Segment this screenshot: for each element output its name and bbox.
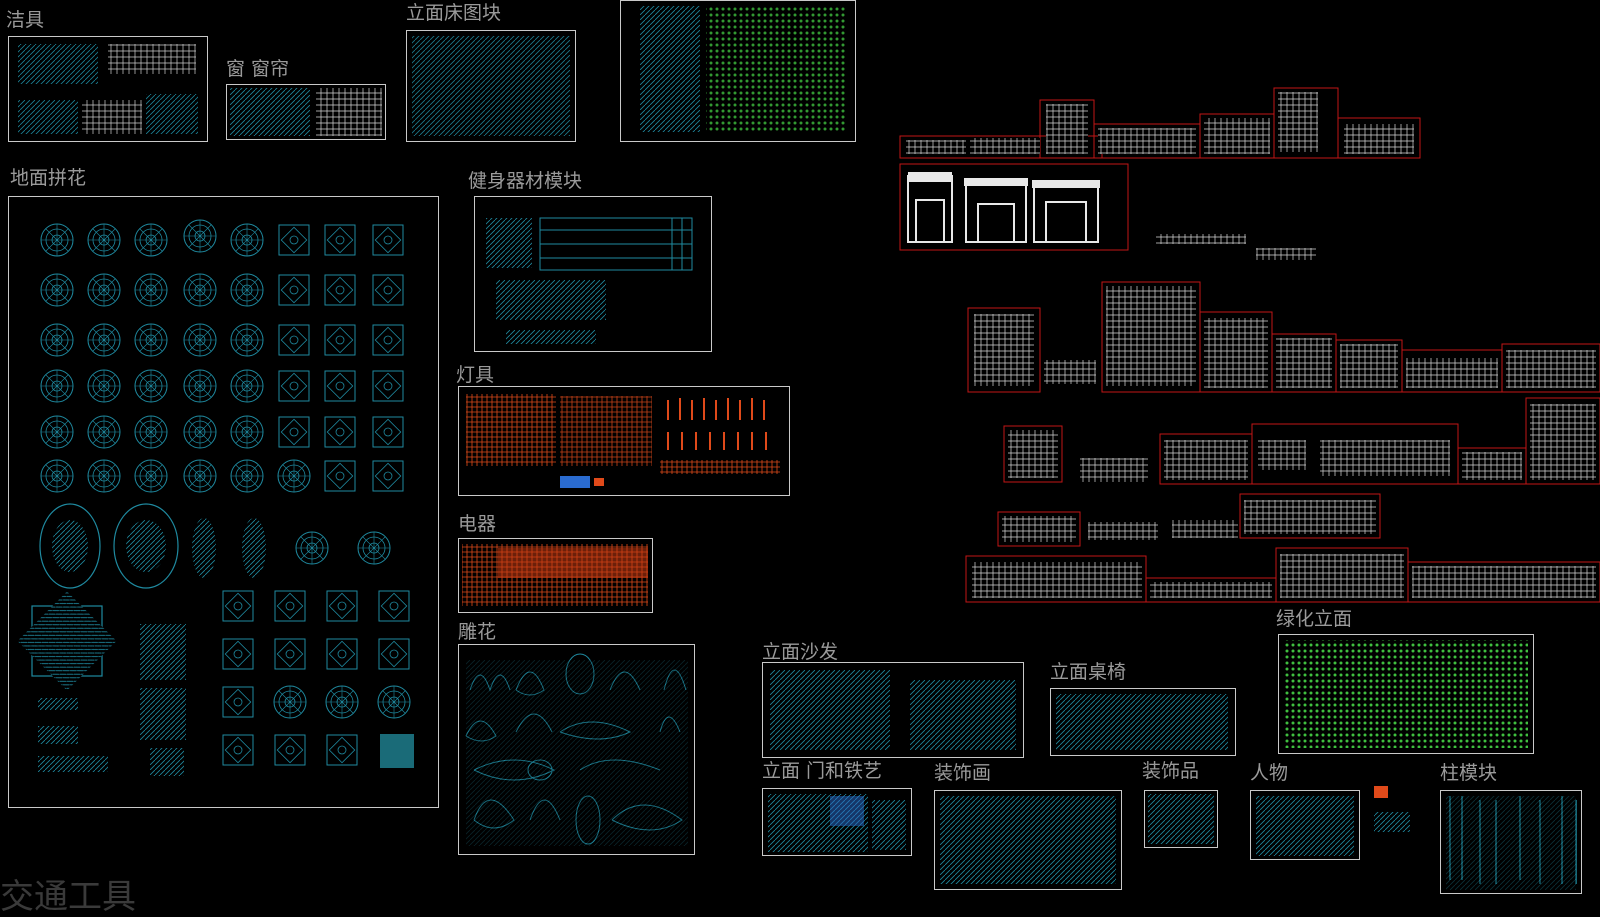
paintings-block[interactable] bbox=[934, 790, 1122, 890]
label-carving: 雕花 bbox=[458, 621, 497, 643]
furniture-library bbox=[899, 87, 1600, 603]
columns-block[interactable] bbox=[1440, 790, 1582, 894]
table-elevation-block[interactable] bbox=[1050, 688, 1236, 756]
label-ornaments: 装饰品 bbox=[1142, 760, 1200, 782]
lamps-block[interactable] bbox=[458, 386, 790, 496]
label-table-elevation: 立面桌椅 bbox=[1050, 661, 1127, 683]
bed-elevation-block[interactable] bbox=[406, 30, 576, 142]
label-fitness: 健身器材模块 bbox=[468, 170, 583, 192]
label-lamps: 灯具 bbox=[456, 364, 495, 386]
label-columns: 柱模块 bbox=[1440, 762, 1498, 784]
floor-pattern-block[interactable] bbox=[8, 196, 439, 808]
window-curtain-block[interactable] bbox=[226, 84, 386, 140]
people-block[interactable] bbox=[1250, 790, 1360, 860]
sofa-elevation-block[interactable] bbox=[762, 662, 1024, 758]
fitness-block[interactable] bbox=[474, 196, 712, 352]
door-iron-block[interactable] bbox=[762, 788, 912, 856]
label-paintings: 装饰画 bbox=[934, 762, 992, 784]
fitness-equipment bbox=[486, 217, 693, 344]
label-sanitary: 洁具 bbox=[6, 9, 45, 31]
floor-pattern-medallions bbox=[17, 219, 414, 776]
label-floor-pattern: 地面拼花 bbox=[10, 167, 87, 189]
label-sofa-elevation: 立面沙发 bbox=[762, 641, 839, 663]
furniture-plan-block[interactable] bbox=[620, 0, 856, 142]
label-people: 人物 bbox=[1250, 762, 1289, 784]
label-window-curtain: 窗 窗帘 bbox=[226, 58, 290, 80]
sanitary-block[interactable] bbox=[8, 36, 208, 142]
green-elevation-block[interactable] bbox=[1278, 634, 1534, 754]
label-bed-elevation: 立面床图块 bbox=[406, 2, 502, 24]
appliances-block[interactable] bbox=[458, 538, 653, 613]
ornaments-block[interactable] bbox=[1144, 790, 1218, 848]
label-door-iron: 立面 门和铁艺 bbox=[762, 760, 883, 782]
furniture-white-symbols bbox=[906, 92, 1596, 598]
label-appliances: 电器 bbox=[458, 513, 497, 535]
sanitary-symbols bbox=[18, 44, 198, 134]
lamp-symbols bbox=[466, 394, 780, 488]
label-green-elevation: 绿化立面 bbox=[1276, 608, 1353, 630]
carving-block[interactable] bbox=[458, 644, 695, 855]
